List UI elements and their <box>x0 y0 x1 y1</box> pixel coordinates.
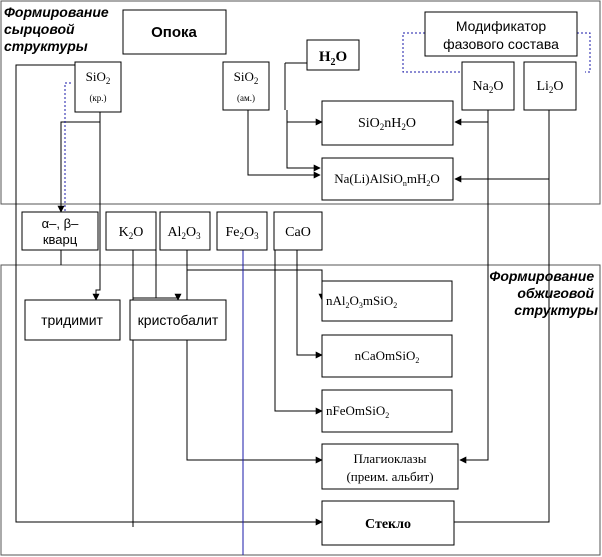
sio2nh2o-label: SiO2nH2O <box>358 116 416 132</box>
cao-to-ncao <box>296 250 323 359</box>
li2o-to-nalisio <box>454 110 550 183</box>
opoka-label: Опока <box>151 24 197 41</box>
ncaomsio2-label: nCaOmSiO2 <box>355 348 420 365</box>
tridymite-label: тридимит <box>41 312 103 328</box>
li2o-to-glass <box>488 179 550 523</box>
opoka-box <box>122 9 227 55</box>
cristobalite-label: кристобалит <box>138 312 219 328</box>
accent-lines <box>64 32 591 212</box>
glass-label: Стекло <box>365 517 411 532</box>
na2o-to-plagioclase <box>459 110 489 464</box>
plagioclase-box <box>321 443 459 490</box>
sio2-cr-to-quartz <box>57 112 101 213</box>
sio2-am-to-nalisio <box>247 110 321 179</box>
h2o-label: H2O <box>319 49 347 68</box>
al2o3-to-plagioclase <box>186 270 323 464</box>
k2o-label: K2O <box>119 225 144 241</box>
modifier-box <box>424 11 578 57</box>
modifier-to-na2o <box>402 32 462 73</box>
nal2o3msio2-label: nAl2O3mSiO2 <box>326 293 397 310</box>
quartz-box <box>21 211 99 251</box>
quartz-modifier-link <box>64 82 71 212</box>
sio2-cr-note: (кр.) <box>89 93 106 103</box>
sio2nh2o-box <box>321 100 454 146</box>
na2o-label: Na2O <box>473 79 504 95</box>
cao-box <box>273 211 323 251</box>
nfeomsio2-box <box>321 389 453 433</box>
cao-label: CaO <box>285 225 311 240</box>
modifier-right <box>577 32 591 73</box>
fired-section-title: Формирование обжиговой структуры <box>489 268 598 318</box>
al2o3-to-nal2o3 <box>186 250 326 301</box>
nalisio-box <box>321 157 454 201</box>
sio2-crystalline-box <box>74 61 122 113</box>
al2o3-label: Al2O3 <box>167 225 201 241</box>
nal2o3msio2-box <box>321 280 453 322</box>
opoka-frame-line <box>15 64 75 230</box>
fe2o3-box <box>216 211 268 251</box>
sio2-am-formula: SiO2 <box>234 69 259 86</box>
raw-section-title: Формирование сырцовой структуры <box>4 4 113 54</box>
modifier-line2: фазового состава <box>443 36 559 52</box>
sio2-am-to-sio2nh2o <box>286 110 323 126</box>
sio2-am-note: (ам.) <box>237 93 255 103</box>
quartz-line1: α–, β– <box>42 216 79 231</box>
sio2-amorphous-box <box>222 61 270 111</box>
fired-structure-section <box>0 264 601 556</box>
plagioclase-line1: Плагиоклазы <box>354 451 427 466</box>
ncaomsio2-box <box>321 334 453 378</box>
plagioclase-line2: (преим. альбит) <box>346 469 433 484</box>
nfeomsio2-label: nFeOmSiO2 <box>326 403 389 420</box>
cristobalite-box <box>129 299 227 341</box>
al2o3-box <box>159 211 211 251</box>
fe2o3-to-nfeo <box>274 250 323 415</box>
glass-box <box>321 500 455 546</box>
li2o-box <box>523 61 577 111</box>
li2o-label: Li2O <box>536 79 563 95</box>
sio2-cr-trunk <box>95 122 101 300</box>
sio2-cr-formula: SiO2 <box>86 69 111 86</box>
modifier-line1: Модификатор <box>456 18 547 34</box>
k2o-box <box>105 211 157 251</box>
quartz-line2: кварц <box>43 232 78 247</box>
na2o-box <box>461 61 515 111</box>
h2o-box <box>306 39 360 71</box>
connector-lines <box>15 62 550 527</box>
raw-structure-section <box>0 0 601 205</box>
tridymite-box <box>24 299 121 341</box>
fe2o3-label: Fe2O3 <box>225 225 259 241</box>
nalisio-label: Na(Li)AlSiOnmH2O <box>334 171 440 188</box>
left-to-glass <box>15 230 323 526</box>
